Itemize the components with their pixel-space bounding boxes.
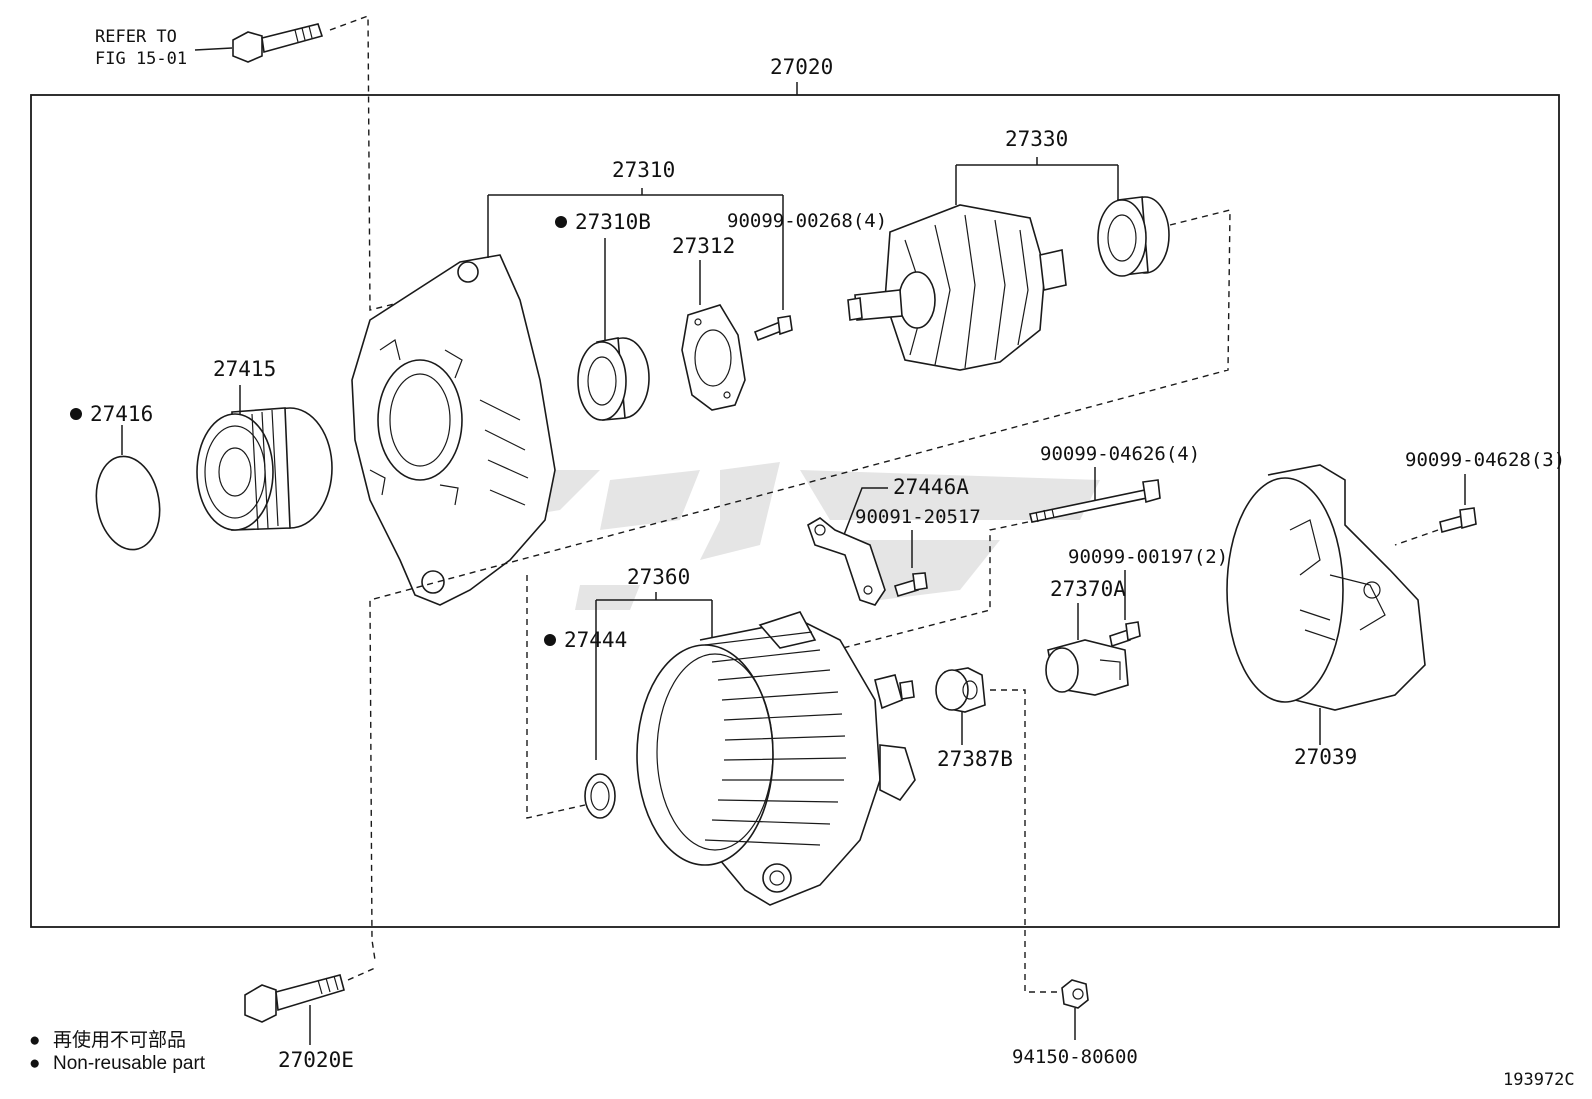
label-27360: 27360 [627,565,690,589]
dash-washer [526,575,586,819]
bolt-90099-04626 [1029,479,1161,523]
label-27446a: 27446A [893,475,969,499]
label-27039: 27039 [1294,745,1357,769]
refer-note-line1: REFER TO [95,27,177,47]
drive-end-frame [351,254,556,606]
assembly-frame [30,94,1560,928]
bracket-27360 [595,592,713,760]
rear-frame-27360 [636,611,916,906]
bracket-27310 [487,188,784,310]
label-27444: 27444 [564,628,627,652]
bullet-27310b [555,216,567,228]
plate-27312 [681,304,746,411]
label-90099-00268: 90099-00268(4) [727,210,887,232]
label-90099-00197: 90099-00197(2) [1068,546,1228,568]
rotor-27330 [847,204,1067,371]
label-27020: 27020 [770,55,833,79]
label-27020e: 27020E [278,1048,354,1072]
legend-bullet-jp: ● [29,1030,40,1051]
label-27415: 27415 [213,357,276,381]
bracket-27446a [807,517,886,606]
pulley-27415 [196,407,333,531]
dash-long-bolt [834,521,1029,651]
screw-90091-20517 [894,572,928,597]
leader-27446a [841,487,888,541]
cap-27416 [95,455,161,551]
bracket-27330 [955,157,1119,205]
nut-94150-80600 [1061,979,1089,1009]
dash-bushing [990,689,1058,993]
refer-note-line2: FIG 15-01 [95,49,187,69]
label-27330: 27330 [1005,127,1068,151]
screw-90099-00197 [1109,621,1141,648]
leader-refer [194,47,233,51]
label-27312: 27312 [672,234,735,258]
label-27387b: 27387B [937,747,1013,771]
washer-27444 [584,773,616,819]
watermark-logo [470,462,1100,610]
legend-bullet-en: ● [29,1053,40,1074]
label-27416: 27416 [90,402,153,426]
label-27310: 27310 [612,158,675,182]
bullet-27444 [544,634,556,646]
dash-rotor [369,209,1231,961]
dash-rear-screw [1394,529,1439,546]
brush-holder-27370a [1045,639,1129,696]
bolt-top [232,23,324,63]
label-27370a: 27370A [1050,577,1126,601]
label-27310b: 27310B [575,210,651,234]
label-90099-04628: 90099-04628(3) [1405,449,1565,471]
figure-code: 193972C [1503,1070,1575,1090]
label-94150-80600: 94150-80600 [1012,1046,1138,1068]
screw-90099-00268 [753,315,793,342]
legend-en: Non-reusable part [53,1053,206,1074]
legend-jp: 再使用不可部品 [53,1029,186,1051]
bearing-27310b [577,337,650,421]
bolt-27020e [244,974,345,1023]
bearing-27330 [1097,196,1170,277]
screw-90099-04628 [1439,507,1477,533]
bushing-27387b [935,667,986,713]
label-90091-20517: 90091-20517 [855,506,981,528]
rear-cover-27039 [1226,464,1426,711]
label-90099-04626: 90099-04626(4) [1040,443,1200,465]
dash-top-bolt [329,14,471,311]
dash-bottom-bolt [347,967,376,981]
bullet-27416 [70,408,82,420]
